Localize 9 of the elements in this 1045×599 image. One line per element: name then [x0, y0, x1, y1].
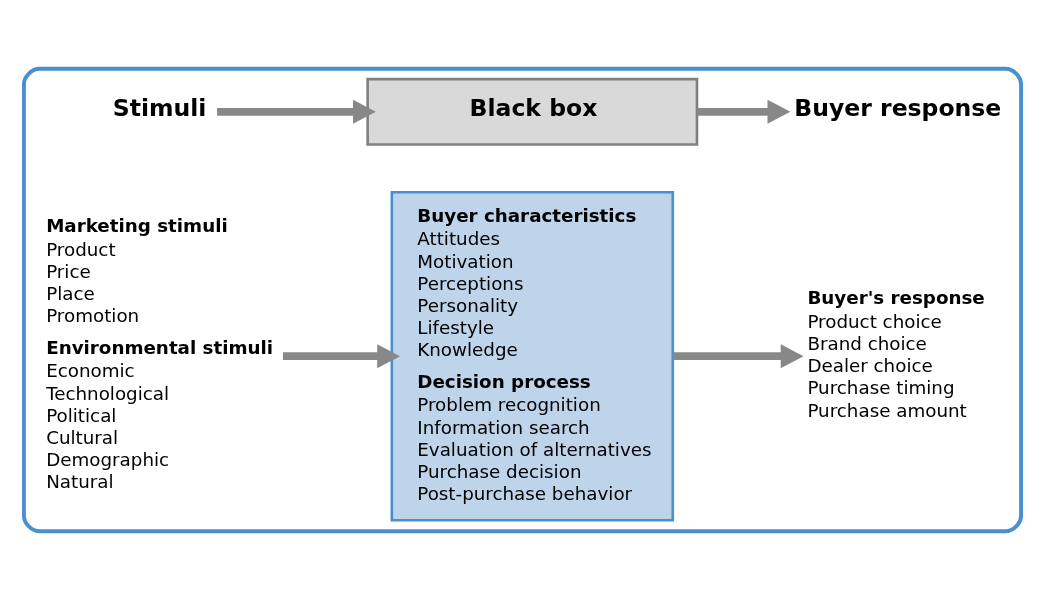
node-text: Buyer response — [794, 93, 1002, 122]
node-box: Black box — [366, 77, 699, 146]
node-box: Buyer characteristics Attitudes Motivation Perceptions Personality Lifestyle Knowledge Decision process Problem recognition Information search Evaluation of alternatives Purchase decision Post-purchase behavior — [390, 190, 675, 521]
node-text: Stimuli — [112, 93, 207, 122]
arrow — [697, 99, 791, 124]
node-text: Buyer's response Product choice Brand choice Dealer choice Purchase timing Purchase amount — [807, 286, 985, 421]
cluster — [21, 66, 1024, 533]
arrow — [672, 343, 804, 368]
node-text: Marketing stimuli Product Price Place Promotion Environmental stimuli Economic Technological Political Cultural Demographic Natural — [46, 214, 274, 492]
